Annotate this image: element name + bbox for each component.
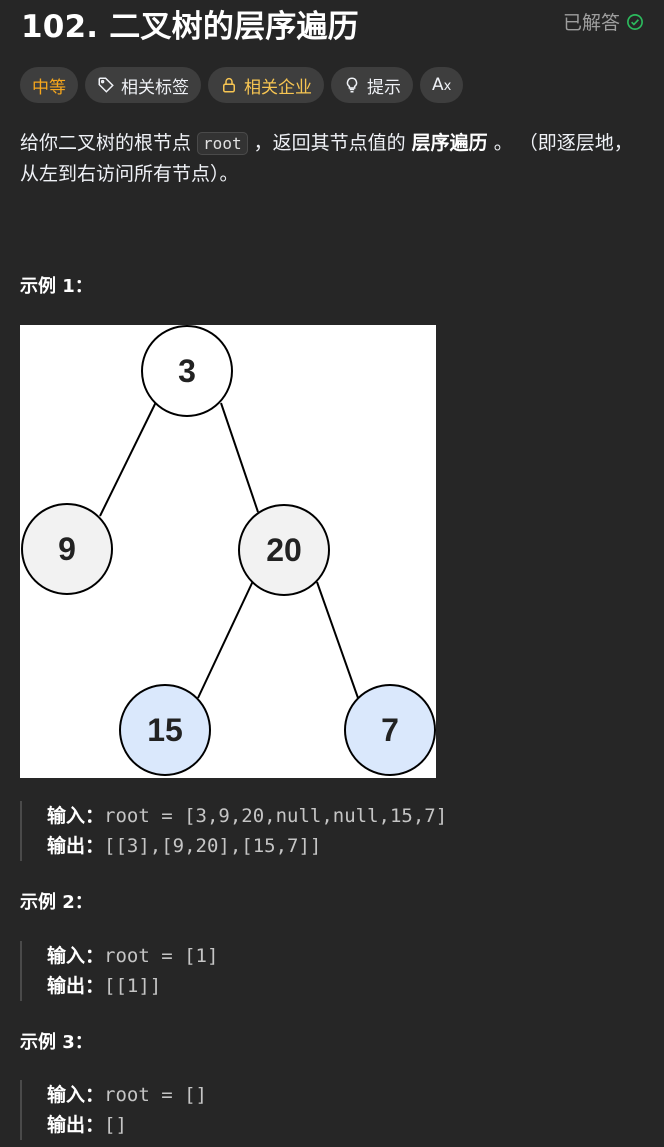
example-2-io: 输入：root = [1] 输出：[[1]]	[20, 941, 218, 1001]
example-3-input-line: 输入：root = []	[47, 1080, 207, 1110]
tree-node-label-15: 15	[147, 712, 183, 748]
translate-icon: Ax	[432, 75, 452, 95]
related-tags-button[interactable]: 相关标签	[85, 67, 201, 103]
tree-node-label-9: 9	[58, 531, 76, 567]
tree-node-label-7: 7	[381, 712, 399, 748]
inline-code-root: root	[197, 132, 248, 155]
input-label: 输入：	[47, 1084, 105, 1106]
problem-description: 给你二叉树的根节点 root ，返回其节点值的 层序遍历 。 （即逐层地，从左到…	[20, 128, 640, 189]
tree-node-right	[238, 504, 330, 596]
desc-emphasis: 层序遍历	[411, 132, 488, 154]
desc-text-2: ，返回其节点值的	[247, 132, 412, 154]
example-1-title: 示例 1：	[20, 276, 93, 297]
example-3-output-line: 输出：[]	[47, 1110, 207, 1140]
example-3-output: []	[104, 1114, 127, 1136]
lock-icon	[223, 77, 235, 93]
example-2-title: 示例 2：	[20, 892, 93, 913]
example-1-input-line: 输入：root = [3,9,20,null,null,15,7]	[47, 801, 447, 831]
tree-node-right-left	[119, 684, 211, 776]
example-1-output-line: 输出：[[3],[9,20],[15,7]]	[47, 831, 447, 861]
lightbulb-icon	[346, 77, 358, 93]
example-1-output: [[3],[9,20],[15,7]]	[104, 835, 322, 857]
example-2-output: [[1]]	[104, 975, 162, 997]
solved-label: 已解答	[562, 12, 620, 34]
input-label: 输入：	[47, 945, 105, 967]
related-companies-label: 相关企业	[244, 77, 312, 98]
example-3-title: 示例 3：	[20, 1032, 93, 1053]
example-3-io: 输入：root = [] 输出：[]	[20, 1080, 207, 1140]
tag-icon	[98, 77, 114, 93]
translate-button[interactable]: Ax	[420, 67, 464, 103]
desc-text-1: 给你二叉树的根节点	[20, 132, 198, 154]
output-label: 输出：	[47, 1114, 105, 1136]
example-3-input: root = []	[104, 1084, 207, 1106]
input-label: 输入：	[47, 805, 105, 827]
tree-node-root	[141, 325, 233, 417]
output-label: 输出：	[47, 975, 105, 997]
example-2-input-line: 输入：root = [1]	[47, 941, 218, 971]
related-tags-label: 相关标签	[121, 77, 189, 98]
hint-button[interactable]: 提示	[331, 67, 413, 103]
difficulty-label: 中等	[32, 77, 66, 98]
example-2-input: root = [1]	[104, 945, 219, 967]
tree-node-left	[21, 503, 113, 595]
title-row: 102. 二叉树的层序遍历 已解答	[21, 0, 644, 45]
example-1-input: root = [3,9,20,null,null,15,7]	[104, 805, 448, 827]
hint-label: 提示	[367, 77, 401, 98]
example-1-io: 输入：root = [3,9,20,null,null,15,7] 输出：[[3…	[20, 801, 447, 861]
tree-node-right-right	[344, 684, 436, 776]
solved-status: 已解答	[563, 8, 644, 35]
example-1-tree-image: 3 9 20 15 7	[20, 325, 436, 778]
desc-text-3: 。 （即逐层地，从左到右访问所有节点）。	[20, 132, 633, 185]
check-circle-icon	[627, 13, 643, 30]
related-companies-button[interactable]: 相关企业	[208, 67, 324, 103]
problem-title: 102. 二叉树的层序遍历	[21, 9, 359, 45]
tree-node-label-3: 3	[178, 353, 196, 389]
tree-node-label-20: 20	[266, 532, 302, 568]
example-2-output-line: 输出：[[1]]	[47, 971, 218, 1001]
difficulty-badge[interactable]: 中等	[20, 67, 78, 103]
tag-bar: 中等 相关标签 相关企业 提示 Ax	[20, 67, 464, 103]
output-label: 输出：	[47, 835, 105, 857]
